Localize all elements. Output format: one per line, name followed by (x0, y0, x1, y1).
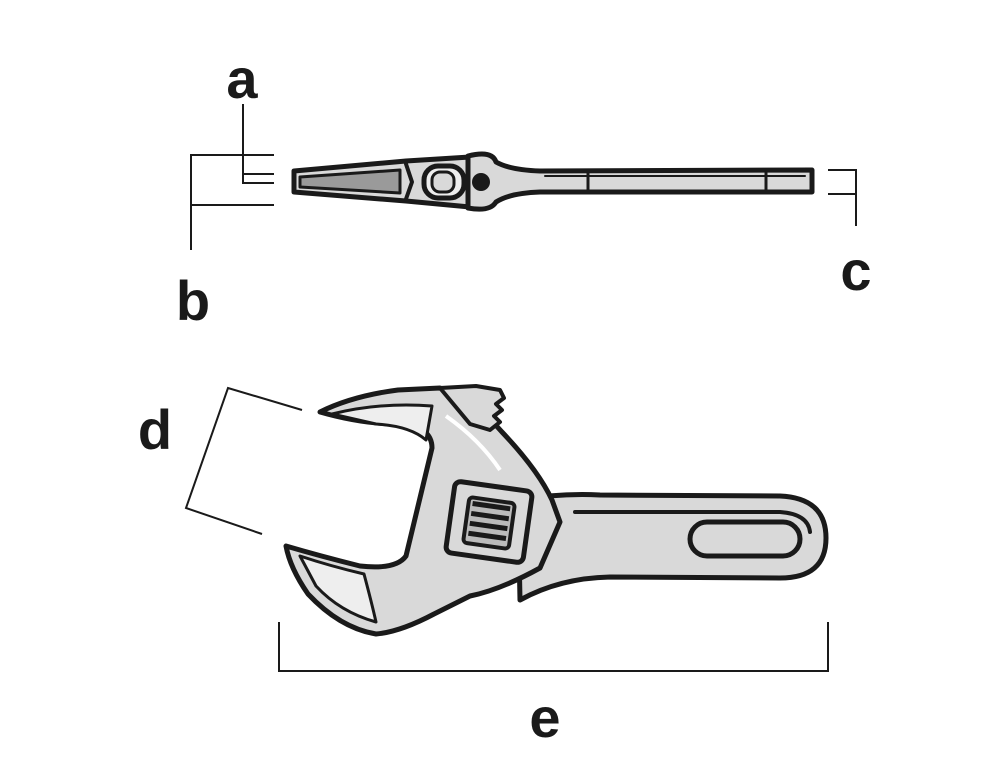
dimension-a-label: a (226, 47, 258, 110)
front-view-handle-slot (687, 519, 803, 559)
dimension-d: d (138, 386, 303, 535)
dimension-d-label: d (138, 398, 172, 461)
wrench-front-view (283, 384, 829, 637)
dimension-b-bracket (190, 154, 274, 250)
dimension-e: e (278, 622, 829, 749)
front-view-upper-jaw-face (330, 403, 434, 442)
side-view-head-ridge (404, 162, 414, 201)
front-view-lower-jaw-face (298, 554, 378, 624)
side-view-neck (465, 151, 815, 212)
wrench-side-view (291, 151, 815, 212)
dimension-e-label: e (529, 686, 560, 749)
dimension-e-bracket (278, 622, 829, 672)
side-view-pivot-pin (472, 173, 490, 191)
front-view-handle-highlight (573, 510, 812, 534)
side-view-worm-core (430, 170, 456, 194)
dimension-a-leader (242, 104, 274, 184)
dimension-b-label: b (176, 269, 210, 332)
front-view-worm-threads (468, 501, 511, 541)
side-view-jaw-slot (298, 168, 402, 195)
dimension-c-label: c (840, 239, 871, 302)
dimension-c: c (828, 169, 872, 302)
dimension-d-bracket (184, 386, 303, 535)
front-view-head-highlight (444, 414, 502, 472)
front-view-movable-jaw (438, 384, 506, 432)
dimension-c-bracket (828, 169, 857, 226)
dimension-a: a (226, 47, 274, 184)
dimension-b: b (176, 154, 274, 332)
